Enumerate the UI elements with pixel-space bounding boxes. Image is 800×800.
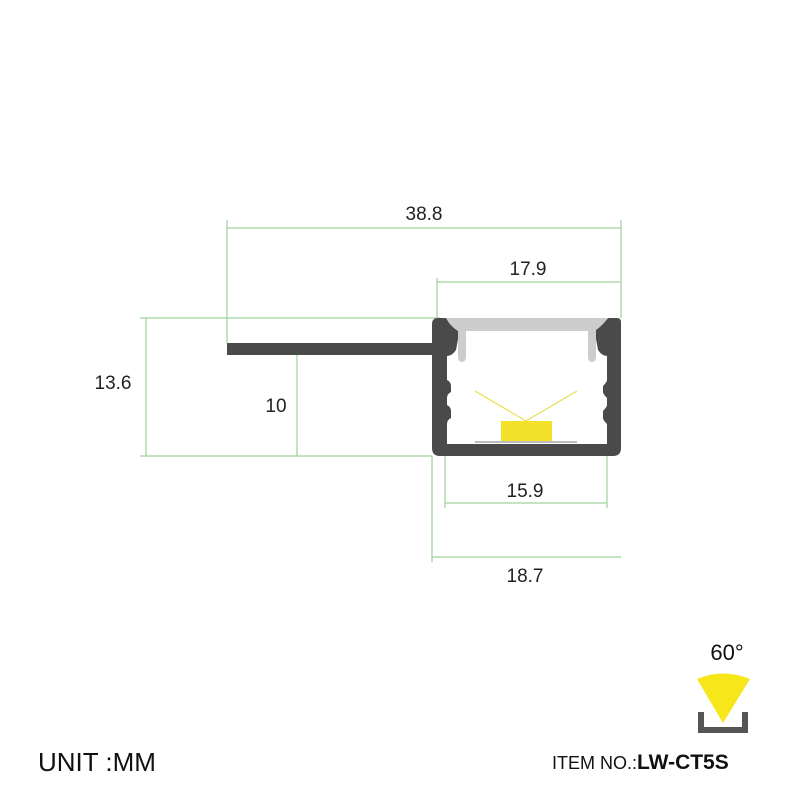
beam-angle-icon: [697, 673, 750, 723]
dim-flange-height: 10: [265, 396, 286, 417]
dim-overall-width: 38.8: [406, 204, 443, 225]
unit-label: UNIT :MM: [38, 747, 156, 777]
aluminium-profile: [227, 318, 621, 456]
led-chip: [501, 421, 552, 441]
item-number: ITEM NO.:LW-CT5S: [552, 751, 729, 774]
beam-ray-right: [525, 390, 578, 422]
profile-u-icon: [698, 712, 748, 733]
item-code: LW-CT5S: [637, 751, 729, 774]
dim-body-width: 18.7: [507, 566, 544, 587]
beam-angle-label: 60°: [710, 640, 743, 665]
diffuser: [446, 318, 608, 362]
item-prefix: ITEM NO.:: [552, 753, 637, 773]
beam-ray-left: [474, 390, 527, 422]
dim-inner-width: 15.9: [507, 481, 544, 502]
dim-opening-width: 17.9: [510, 259, 547, 280]
led-strip-pcb: [475, 441, 577, 443]
dim-overall-height: 13.6: [95, 373, 132, 394]
dimension-lines: [140, 220, 622, 562]
